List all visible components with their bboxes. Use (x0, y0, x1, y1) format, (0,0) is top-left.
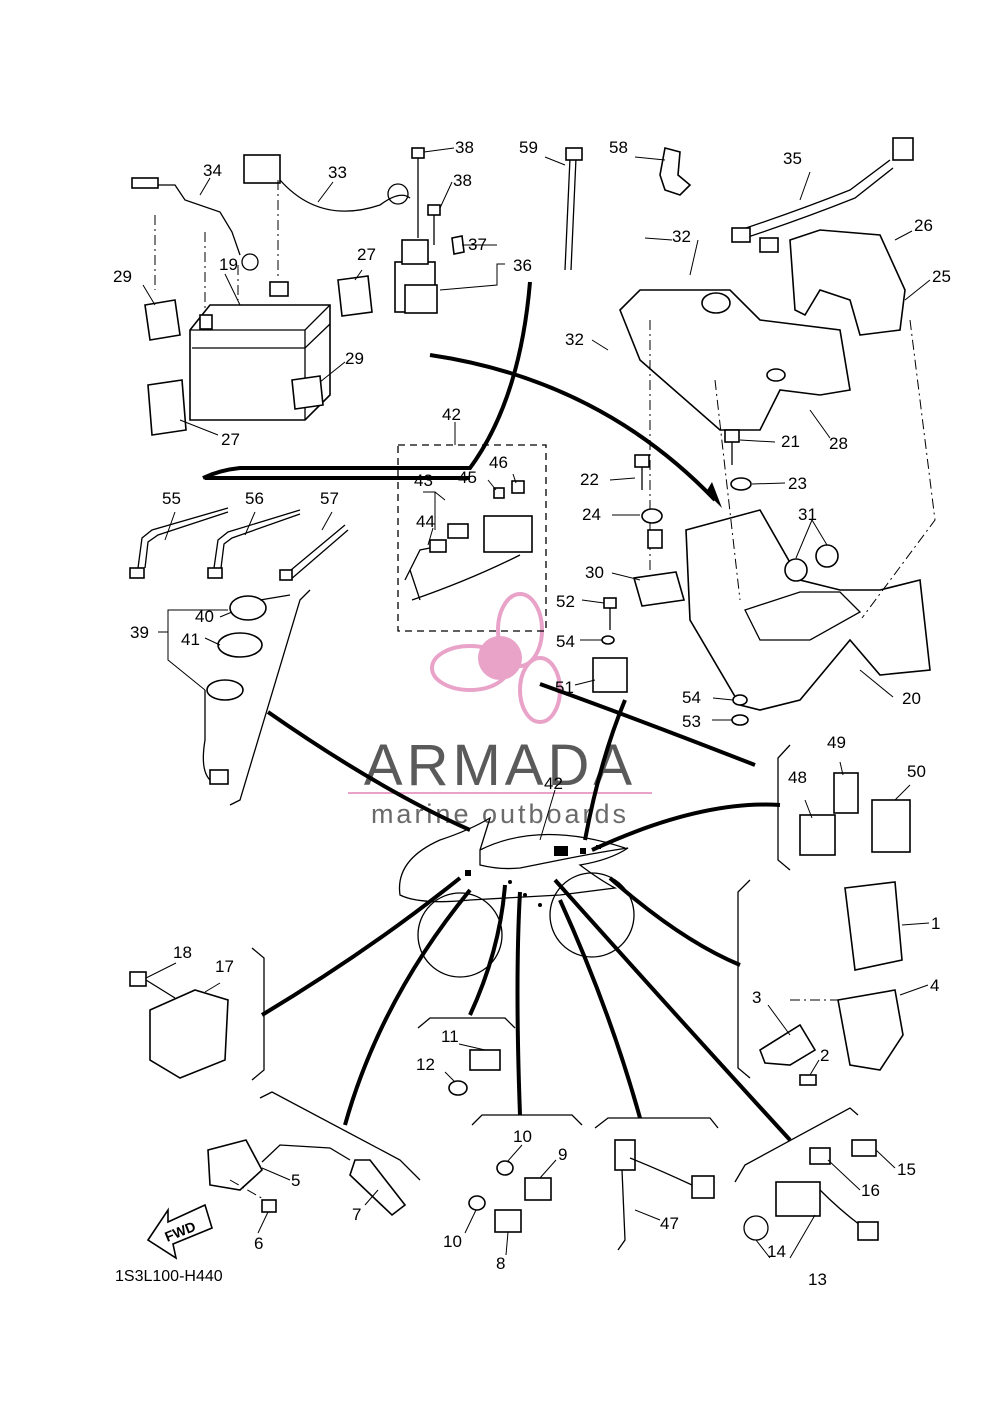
callout-19: 19 (219, 255, 238, 274)
callout-50: 50 (907, 762, 926, 781)
cable-ties (129, 147, 692, 581)
callout-20: 20 (902, 689, 921, 708)
callout-42b: 42 (544, 774, 563, 793)
callout-37: 37 (468, 235, 487, 254)
callout-52: 52 (556, 592, 575, 611)
callout-16: 16 (861, 1181, 880, 1200)
callout-27a: 27 (357, 245, 376, 264)
callout-15: 15 (897, 1160, 916, 1179)
callout-13: 13 (808, 1270, 827, 1289)
callout-54b: 54 (682, 688, 701, 707)
fasteners-group (592, 429, 752, 726)
callout-2: 2 (820, 1046, 829, 1065)
battery-group (131, 147, 465, 436)
armada-watermark: ARMADA marine outboards (348, 592, 652, 829)
callout-33: 33 (328, 163, 347, 182)
callout-44: 44 (416, 512, 435, 531)
callout-14: 14 (767, 1242, 786, 1261)
main-switch-group (202, 594, 291, 785)
callout-57: 57 (320, 489, 339, 508)
fuse-box-kit (404, 480, 533, 601)
callout-28: 28 (829, 434, 848, 453)
callout-4: 4 (930, 976, 939, 995)
diagram-code: 1S3L100-H440 (115, 1268, 223, 1285)
watermark-brand: ARMADA (364, 733, 636, 798)
callout-54a: 54 (556, 632, 575, 651)
callout-36: 36 (513, 256, 532, 275)
callout-32a: 32 (672, 227, 691, 246)
callout-6: 6 (254, 1234, 263, 1253)
callout-43: 43 (414, 471, 433, 490)
callout-35: 35 (783, 149, 802, 168)
tray-assembly (619, 229, 936, 711)
callout-22: 22 (580, 470, 599, 489)
callout-30: 30 (585, 563, 604, 582)
callout-53: 53 (682, 712, 701, 731)
callout-7: 7 (352, 1205, 361, 1224)
sensors-group (207, 1049, 879, 1251)
ecu-group (759, 881, 904, 1086)
callout-8: 8 (496, 1254, 505, 1273)
callout-27b: 27 (221, 430, 240, 449)
callout-32b: 32 (565, 330, 584, 349)
callout-34: 34 (203, 161, 222, 180)
callout-29a: 29 (113, 267, 132, 286)
callout-40: 40 (195, 607, 214, 626)
callout-18: 18 (173, 943, 192, 962)
callout-31: 31 (798, 505, 817, 524)
callout-38b: 38 (453, 171, 472, 190)
callout-3: 3 (752, 988, 761, 1007)
relays-group (799, 772, 911, 856)
callout-39: 39 (130, 623, 149, 642)
callout-48: 48 (788, 768, 807, 787)
callout-56: 56 (245, 489, 264, 508)
callout-leaders (142, 147, 931, 1259)
callout-25: 25 (932, 267, 951, 286)
callout-21: 21 (781, 432, 800, 451)
callout-29b: 29 (345, 349, 364, 368)
callout-45: 45 (458, 468, 477, 487)
callout-59: 59 (519, 138, 538, 157)
callout-42a: 42 (442, 405, 461, 424)
callout-24: 24 (582, 505, 601, 524)
callout-9: 9 (558, 1145, 567, 1164)
callout-1: 1 (931, 914, 940, 933)
callout-10a: 10 (513, 1127, 532, 1146)
callout-51: 51 (555, 678, 574, 697)
callout-5: 5 (291, 1171, 300, 1190)
callout-26: 26 (914, 216, 933, 235)
callout-12: 12 (416, 1055, 435, 1074)
callout-47: 47 (660, 1214, 679, 1233)
motorcycle-outline (398, 816, 635, 978)
regulator-group (129, 971, 229, 1079)
callout-49: 49 (827, 733, 846, 752)
propeller-logo-icon (430, 592, 562, 724)
harness-35 (731, 137, 914, 253)
callout-41: 41 (181, 630, 200, 649)
callout-46: 46 (489, 453, 508, 472)
callout-10b: 10 (443, 1232, 462, 1251)
callout-55: 55 (162, 489, 181, 508)
callout-23: 23 (788, 474, 807, 493)
callout-58: 58 (609, 138, 628, 157)
callout-labels: 1 2 3 4 5 6 7 8 9 10 10 11 12 13 14 15 1… (113, 138, 951, 1289)
callout-11: 11 (441, 1027, 459, 1046)
callout-17: 17 (215, 957, 234, 976)
fwd-arrow-icon: FWD (146, 1203, 213, 1260)
group-brackets (202, 281, 859, 1183)
callout-38a: 38 (455, 138, 474, 157)
